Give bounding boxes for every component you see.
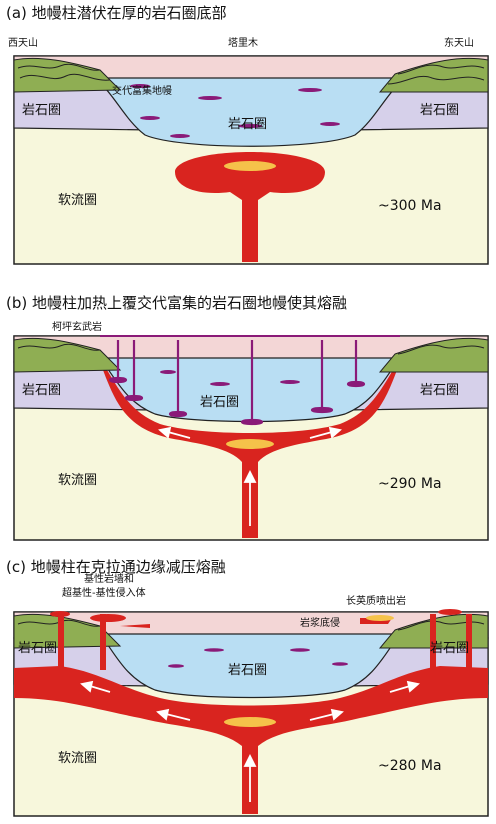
label-ultramafic-intrusions: 超基性-基性侵入体 [62, 586, 146, 599]
panel-a-title: (a) 地幔柱潜伏在厚的岩石圈底部 [6, 4, 227, 22]
label-asthenosphere-c: 软流圈 [58, 751, 97, 766]
label-felsic-volcanics: 长英质喷出岩 [346, 594, 406, 607]
label-litho-center: 岩石圈 [228, 117, 267, 132]
label-west-tianshan: 西天山 [8, 37, 38, 49]
label-litho-center-b: 岩石圈 [200, 395, 239, 410]
label-litho-center-c: 岩石圈 [228, 663, 267, 678]
label-litho-right-b: 岩石圈 [420, 383, 459, 398]
litho-keel [93, 77, 407, 147]
label-metasomatized-mantle: 交代富集地幔 [112, 84, 172, 97]
label-age-b: ~290 Ma [378, 476, 442, 492]
label-asthenosphere: 软流圈 [58, 193, 97, 208]
fold-belt-left [13, 57, 122, 93]
label-age: ~300 Ma [378, 198, 442, 214]
fold-belt-right [378, 57, 489, 93]
label-age-c: ~280 Ma [378, 758, 442, 774]
panel-b-title: (b) 地幔柱加热上覆交代富集的岩石圈地幔使其熔融 [6, 294, 347, 312]
label-tarim: 塔里木 [228, 36, 258, 49]
label-asthenosphere-b: 软流圈 [58, 473, 97, 488]
panel-a: (a) 地幔柱潜伏在厚的岩石圈底部 [0, 0, 496, 272]
panel-b: (b) 地幔柱加热上覆交代富集的岩石圈地幔使其熔融 [0, 272, 496, 548]
plume-head [175, 152, 325, 262]
label-litho-left-c: 岩石圈 [18, 641, 57, 656]
metasomatized-lenses [130, 84, 340, 138]
label-east-tianshan: 东天山 [444, 36, 474, 49]
plume-core [224, 161, 276, 171]
label-litho-right-c: 岩石圈 [430, 641, 469, 656]
panel-a-diagram: 西天山 塔里木 东天山 交代富集地幔 岩石圈 岩石圈 岩石圈 软流圈 ~300 … [8, 36, 489, 265]
label-keping-basalt: 柯坪玄武岩 [52, 320, 102, 333]
panel-c-title: (c) 地幔柱在克拉通边缘减压熔融 [6, 558, 226, 576]
panel-b-diagram: 柯坪玄武岩 岩石圈 岩石圈 岩石圈 软流圈 ~290 Ma [13, 320, 489, 541]
panel-c-diagram: 基性岩墙和 超基性-基性侵入体 长英质喷出岩 岩浆底侵 岩石圈 岩石圈 岩石圈 … [13, 572, 489, 817]
label-litho-left-b: 岩石圈 [22, 383, 61, 398]
panel-c: (c) 地幔柱在克拉通边缘减压熔融 [0, 548, 496, 824]
label-litho-right: 岩石圈 [420, 103, 459, 118]
label-magma-underplating: 岩浆底侵 [300, 616, 340, 629]
label-litho-left: 岩石圈 [22, 103, 61, 118]
label-mafic-dikes: 基性岩墙和 [84, 572, 134, 585]
